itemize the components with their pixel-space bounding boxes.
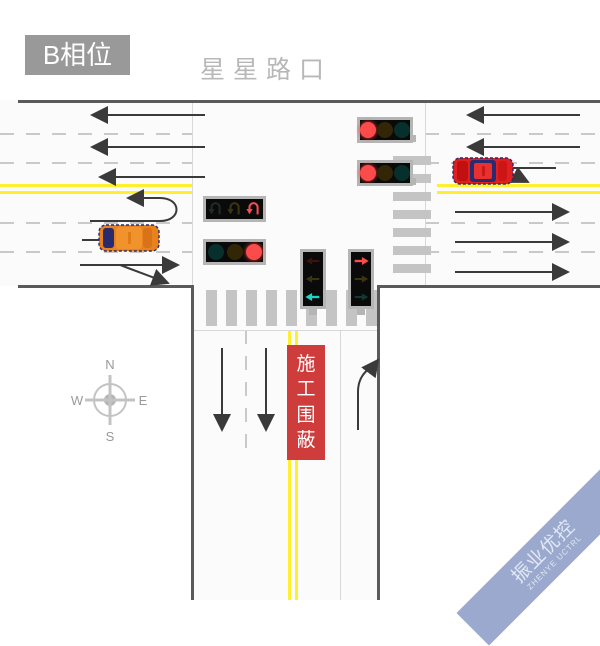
compass-west-label: W [71, 393, 84, 408]
lane-divider [0, 162, 192, 164]
right-arrow-icon [354, 275, 369, 283]
north-south-road-surface [193, 286, 379, 600]
lane-divider [0, 133, 192, 135]
center-line [288, 330, 291, 600]
left-arrow-icon [305, 257, 320, 265]
center-line [295, 330, 298, 600]
phase-badge: B相位 [25, 35, 130, 75]
south-right-turn-signal[interactable] [348, 249, 374, 309]
left-arrow-icon [305, 292, 320, 302]
road-edge-north [18, 100, 600, 103]
right-arrow-icon [354, 256, 369, 266]
lane-divider [0, 251, 192, 253]
compass-south-label: S [106, 429, 115, 444]
lane-divider [425, 133, 600, 135]
red-lamp [360, 165, 377, 181]
uturn-arrow-icon [207, 202, 221, 215]
south-left-turn-signal[interactable] [300, 249, 326, 309]
compass-north-label: N [105, 357, 114, 372]
green-lamp [207, 244, 224, 260]
compass-east-label: E [139, 393, 148, 408]
construction-barrier-sign: 施 工 围 蔽 [287, 345, 325, 460]
intersection-title: 星星路口 [200, 56, 333, 84]
lane-divider [425, 222, 600, 224]
signal-mast [309, 308, 317, 315]
barrier-char-2: 工 [296, 379, 316, 401]
intersection-edge [193, 330, 379, 331]
red-lamp [360, 122, 377, 138]
green-lamp [393, 122, 410, 138]
east-red-car [452, 157, 514, 185]
signal-mast [357, 308, 365, 315]
road-edge-south-east [379, 285, 600, 288]
intersection-edge [192, 100, 193, 286]
right-arrow-icon [354, 293, 369, 301]
barrier-char-1: 施 [296, 354, 316, 376]
watermark-ribbon: 振业优控 ZHENYE UCTRL [456, 464, 600, 646]
compass-rose: N E S W [70, 355, 150, 445]
barrier-char-4: 蔽 [296, 429, 316, 451]
road-edge-ns-east [377, 285, 380, 600]
road-edge-south-west [18, 285, 193, 288]
barrier-char-3: 围 [296, 404, 316, 426]
left-arrow-icon [305, 275, 320, 283]
amber-lamp [376, 165, 393, 181]
west-uturn-signal[interactable] [203, 196, 266, 222]
lane-divider [0, 222, 192, 224]
amber-lamp [376, 122, 393, 138]
red-lamp [245, 244, 262, 260]
center-line [437, 191, 600, 194]
green-lamp [393, 165, 410, 181]
east-approach-through-signal[interactable] [357, 160, 413, 186]
lane-divider [340, 330, 341, 600]
lane-divider [425, 251, 600, 253]
center-line [0, 191, 192, 194]
uturn-arrow-icon [226, 202, 240, 215]
amber-lamp [226, 244, 243, 260]
center-line [437, 184, 600, 187]
center-line [0, 184, 192, 187]
road-edge-ns-west [191, 285, 194, 600]
intersection-diagram: B相位 星星路口 [0, 35, 600, 646]
lane-divider [245, 330, 247, 460]
west-through-signal[interactable] [203, 239, 266, 265]
north-east-through-signal[interactable] [357, 117, 413, 143]
uturn-arrow-icon [245, 202, 259, 215]
west-orange-car [98, 224, 160, 252]
